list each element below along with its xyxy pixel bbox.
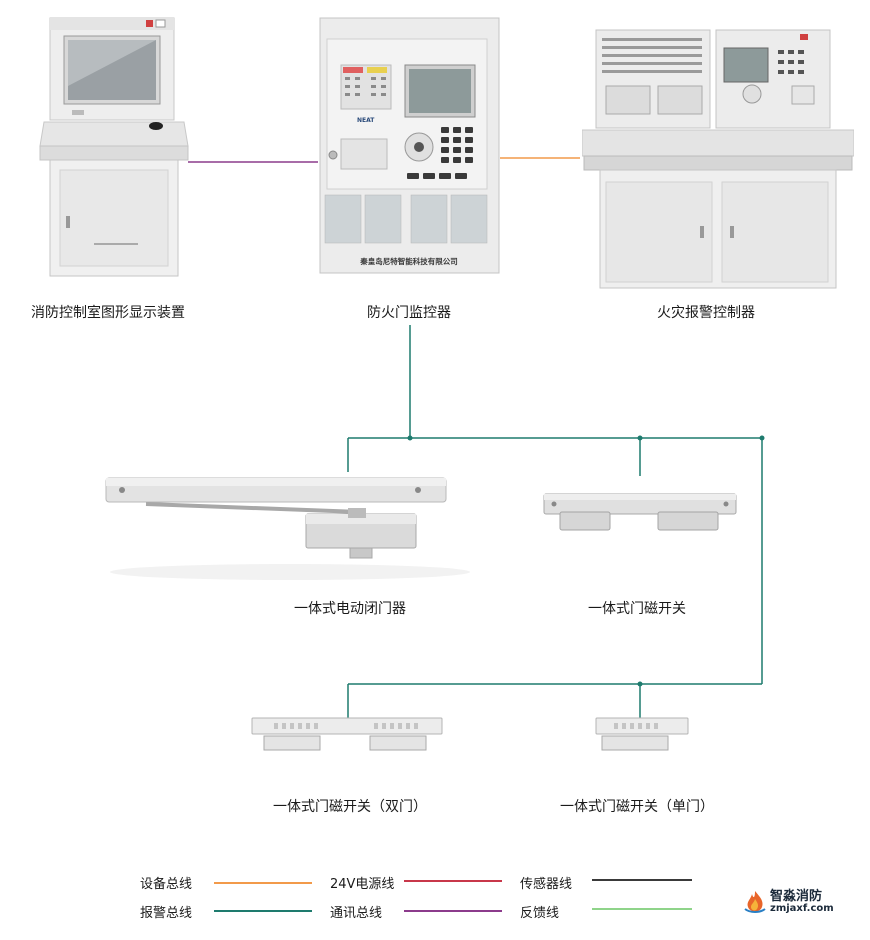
- flame-logo-icon: [744, 891, 766, 913]
- magnetic-switch-double-device: [251, 717, 443, 751]
- legend-item-alarm-bus: 报警总线: [140, 906, 193, 921]
- fire-alarm-controller-device: [582, 29, 854, 289]
- door-monitor-label: 防火门监控器: [367, 305, 451, 321]
- magnetic-switch-double-label: 一体式门磁开关（双门）: [273, 799, 427, 815]
- logo-url: zmjaxf.com: [770, 903, 834, 914]
- legend-line-comm-bus: [404, 910, 502, 912]
- monitor-maker-text: 秦皇岛尼特智能科技有限公司: [359, 256, 458, 266]
- door-monitor-device: 秦皇岛尼特智能科技有限公司 NEAT: [319, 17, 500, 274]
- alarm-bus-tree: [347, 325, 763, 718]
- legend-line-sensor: [592, 879, 692, 881]
- legend-line-alarm-bus: [214, 910, 312, 912]
- legend-line-24v-power: [404, 880, 502, 882]
- door-closer-label: 一体式电动闭门器: [294, 601, 406, 617]
- graphic-display-label: 消防控制室图形显示装置: [31, 305, 185, 321]
- logo-name: 智淼消防: [770, 889, 823, 904]
- brand-logo: 智淼消防 zmjaxf.com: [742, 885, 842, 925]
- legend-line-device-bus: [214, 882, 312, 884]
- legend-item-24v-power: 24V电源线: [330, 877, 395, 892]
- magnetic-switch-single-device: [595, 717, 689, 751]
- fire-alarm-controller-label: 火灾报警控制器: [657, 305, 755, 321]
- magnetic-switch-device: [543, 493, 737, 531]
- door-closer-device: [105, 477, 470, 580]
- legend-item-sensor: 传感器线: [520, 877, 573, 892]
- legend-item-feedback: 反馈线: [520, 906, 560, 921]
- legend-item-comm-bus: 通讯总线: [330, 906, 383, 921]
- monitor-brand-text: NEAT: [357, 117, 375, 124]
- graphic-display-device: [39, 17, 189, 277]
- magnetic-switch-label: 一体式门磁开关: [588, 601, 686, 617]
- legend-item-device-bus: 设备总线: [140, 877, 193, 892]
- magnetic-switch-single-label: 一体式门磁开关（单门）: [560, 799, 714, 815]
- legend-line-feedback: [592, 908, 692, 910]
- junction-dots: [407, 435, 765, 687]
